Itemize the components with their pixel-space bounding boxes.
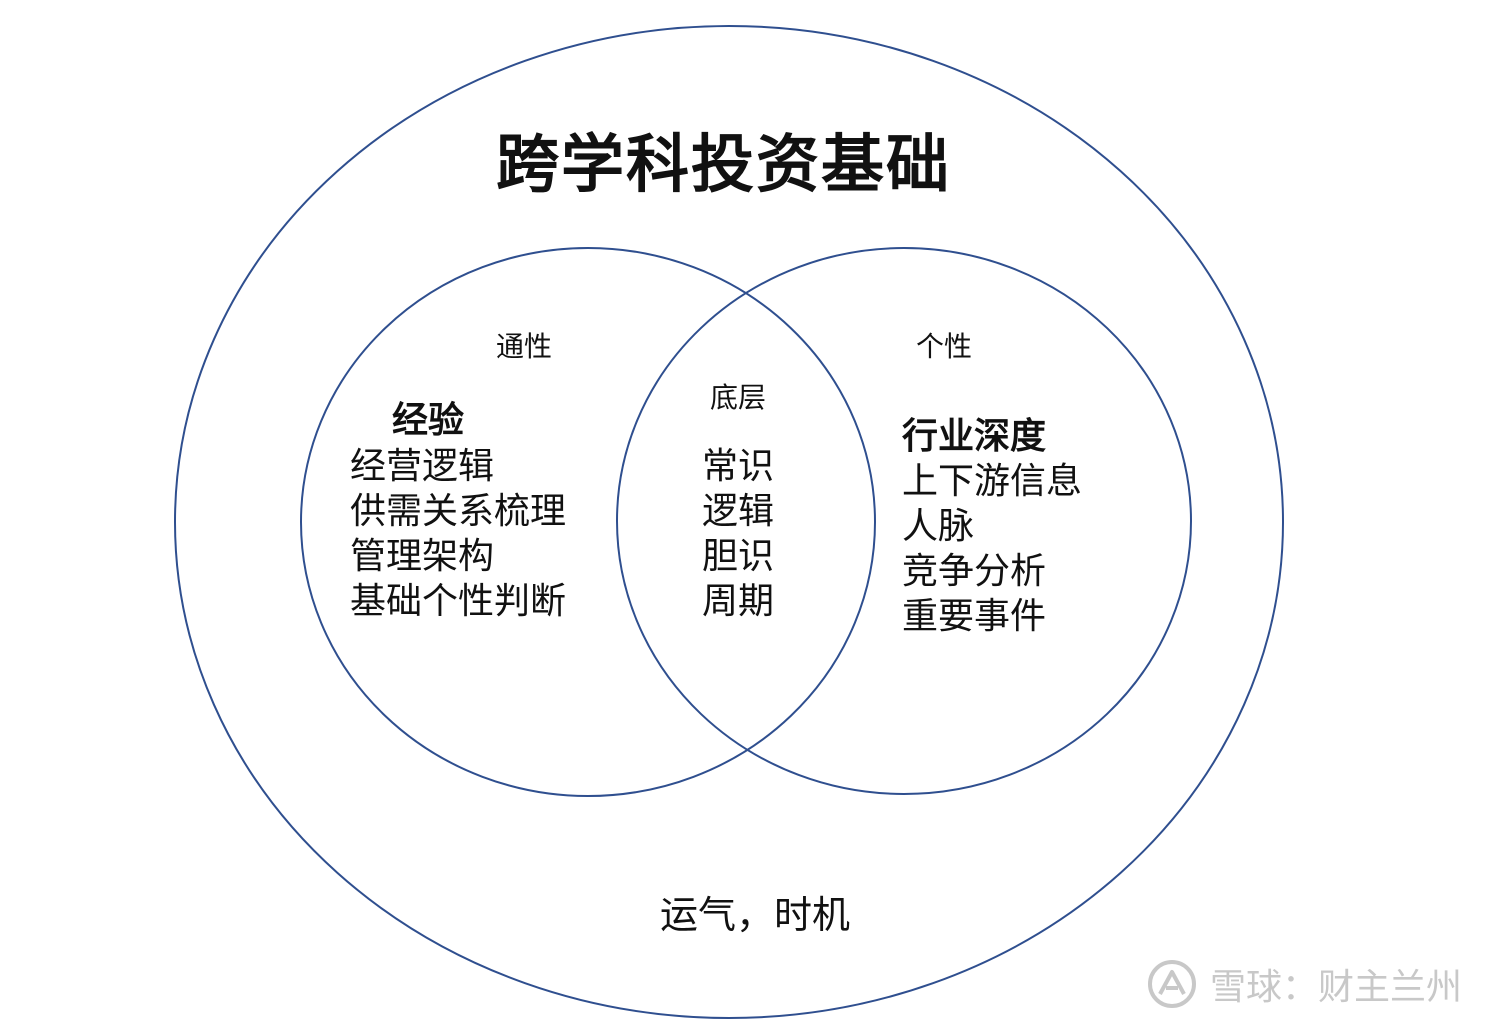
list-item: 重要事件 — [902, 596, 1047, 637]
intersection-items-list: 常识 逻辑 胆识 周期 — [702, 444, 774, 624]
list-item: 周期 — [702, 581, 775, 622]
left-heading-text: 经验 — [392, 400, 465, 441]
list-item: 常识 — [702, 446, 775, 487]
list-item: 竞争分析 — [902, 551, 1047, 592]
diagram-title: 跨学科投资基础 — [496, 128, 951, 201]
watermark-text: 雪球：财主兰州 — [1210, 967, 1463, 1008]
list-item: 供需关系梳理 — [350, 491, 567, 532]
list-item: 基础个性判断 — [350, 581, 567, 622]
right-circle — [616, 247, 1192, 795]
list-item: 上下游信息 — [902, 461, 1083, 502]
left-heading: 经验 — [392, 398, 464, 443]
left-circle — [300, 247, 876, 797]
left-circle-label: 通性 — [496, 330, 553, 363]
watermark: 雪球：财主兰州 — [1146, 958, 1462, 1010]
list-item: 管理架构 — [350, 536, 495, 577]
list-item: 逻辑 — [702, 491, 775, 532]
left-items-list: 经营逻辑 供需关系梳理 管理架构 基础个性判断 — [350, 444, 566, 624]
list-item: 经营逻辑 — [350, 446, 495, 487]
list-item: 胆识 — [702, 536, 775, 577]
list-item: 人脉 — [902, 506, 975, 547]
snowball-logo-icon — [1148, 960, 1196, 1008]
outer-circle — [174, 25, 1284, 1019]
right-circle-label: 个性 — [916, 330, 973, 363]
right-items-list: 行业深度 上下游信息 人脉 竞争分析 重要事件 — [902, 414, 1082, 639]
intersection-label: 底层 — [710, 381, 767, 414]
outer-footer-text: 运气，时机 — [660, 893, 851, 937]
right-heading-text: 行业深度 — [902, 416, 1047, 457]
